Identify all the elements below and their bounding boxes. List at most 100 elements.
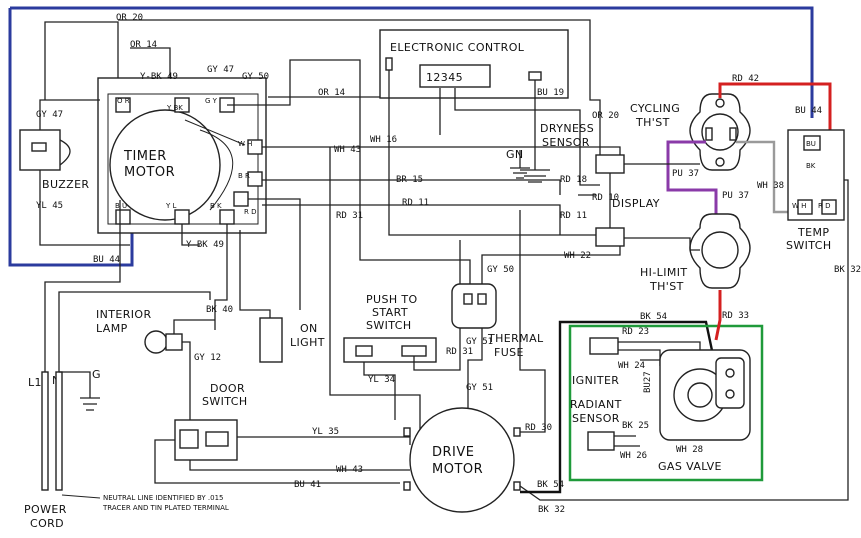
temp-switch-label-2: SWITCH <box>786 239 832 252</box>
door-switch-label-2: SWITCH <box>202 395 248 408</box>
timer-motor-label-1: TIMER <box>123 149 167 164</box>
wire-label-bk54-top: BK 54 <box>640 312 667 322</box>
terminal-bu-label: B U <box>115 202 127 210</box>
wire-label-wh22: WH 22 <box>564 251 591 261</box>
wire-label-rd42: RD 42 <box>732 74 759 84</box>
wire-motor-rd30 <box>519 210 546 433</box>
terminal-bk <box>219 209 235 225</box>
wire-label-rd33: RD 33 <box>722 311 749 321</box>
on-light-label-1: ON <box>300 322 318 335</box>
wire-label-gy12: GY 12 <box>194 353 221 363</box>
wire-label-gy50-fuse: GY 50 <box>487 265 514 275</box>
push-to-start-label-2: START <box>372 306 408 319</box>
wire-timer-lower <box>214 224 271 330</box>
wire-label-bu44-right: BU 44 <box>795 106 822 116</box>
temp-switch-bu-label: BU <box>806 140 816 148</box>
hi-limit-label-2: TH'ST <box>649 280 684 293</box>
fuse-terminal-b <box>477 293 487 305</box>
cycling-thst-dial <box>701 113 739 151</box>
temp-switch-bk-label: BK <box>806 162 816 170</box>
interior-lamp-base <box>165 333 183 351</box>
temp-switch-rd-label: R D <box>818 202 830 210</box>
power-l1-label: L1 <box>28 376 42 389</box>
wire-lamp <box>173 319 215 420</box>
terminal-wh-label: W H <box>238 140 252 148</box>
terminal-br-label: B R <box>238 172 250 180</box>
temp-switch-bu-terminal <box>803 135 821 151</box>
gas-valve-screw-b <box>725 389 735 399</box>
wire-or20 <box>118 19 601 155</box>
display-label: DISPLAY <box>612 197 660 210</box>
wire-label-ybk49-top: Y-BK 49 <box>140 72 178 82</box>
temp-switch-label-1: TEMP <box>797 226 829 239</box>
power-cord-label-2: CORD <box>30 517 64 530</box>
wire-label-bu27: BU27 <box>643 371 653 393</box>
motor-terminal-3 <box>513 427 521 437</box>
control-wires <box>388 70 600 236</box>
power-cord-l1 <box>41 371 49 491</box>
wire-label-wh43-bottom: WH 43 <box>336 465 363 475</box>
terminal-or <box>115 97 131 113</box>
terminal-rd-label: R D <box>244 208 256 216</box>
wire-label-bu44-bottom: BU 44 <box>93 255 120 265</box>
wire-label-wh26: WH 26 <box>620 451 647 461</box>
interior-lamp-label-1: INTERIOR <box>96 308 152 321</box>
wire-label-gy50-top: GY 50 <box>242 72 269 82</box>
interior-lamp-label-2: LAMP <box>96 322 128 335</box>
motor-terminal-2 <box>403 481 411 491</box>
gas-valve-coil-inner <box>687 382 713 408</box>
purple-wire-pu37 <box>666 140 718 215</box>
neutral-note-1: NEUTRAL LINE IDENTIFIED BY .015 <box>103 494 224 502</box>
wire-ybk49-bottom <box>181 224 200 246</box>
control-pin-block <box>419 64 491 88</box>
wire-label-pu37-a: PU 37 <box>672 169 699 179</box>
thermal-fuse-label-1: THERMAL <box>487 332 544 345</box>
temp-switch-wh-terminal <box>797 199 813 215</box>
radiant-sensor-label-1: RADIANT <box>570 398 622 411</box>
dryness-sensor-wire <box>520 80 550 183</box>
wire-label-bk40: BK 40 <box>206 305 233 315</box>
wire-label-bk54-motor: BK 54 <box>537 480 564 490</box>
dryness-sensor-label-1: DRYNESS <box>540 122 594 135</box>
push-contact-a <box>355 345 373 357</box>
temp-switch-rd-terminal <box>821 199 837 215</box>
power-cord-n <box>55 371 63 491</box>
red-wire-rd33 <box>714 290 722 341</box>
cycling-thst-bottom-screw <box>715 157 725 167</box>
gray-wire-wh38 <box>736 140 800 214</box>
wire-label-wh43-right: WH 43 <box>334 145 361 155</box>
cycling-thst-term-a <box>705 127 713 141</box>
terminal-gy-label: G Y <box>205 97 218 105</box>
buzzer-terminal <box>31 142 47 152</box>
hi-limit-label-1: HI-LIMIT <box>640 266 688 279</box>
wire-label-bu41: BU 41 <box>294 480 321 490</box>
timer-motor <box>109 109 221 221</box>
drive-motor-label-1: DRIVE <box>432 445 474 460</box>
control-pins: 12345 <box>426 71 463 84</box>
wire-door-switch <box>154 436 411 484</box>
wire-gy50-loop <box>227 59 471 290</box>
push-to-start-label-3: SWITCH <box>366 319 412 332</box>
wire-label-wh16: WH 16 <box>370 135 397 145</box>
dryness-sensor-label-2: SENSOR <box>542 136 590 149</box>
terminal-or-label: O R <box>117 97 130 105</box>
temp-switch-wh-label: W H <box>792 202 806 210</box>
timer-motor-label-2: MOTOR <box>124 165 175 180</box>
wire-label-yl35: YL 35 <box>312 427 339 437</box>
electronic-control-label: ELECTRONIC CONTROL <box>390 41 525 54</box>
gas-valve-highlight <box>568 324 764 482</box>
door-switch-contact-a <box>179 429 199 449</box>
wire-label-pu37-b: PU 37 <box>722 191 749 201</box>
wire-display-to-thermostat <box>624 163 700 251</box>
control-terminal <box>385 57 393 71</box>
power-cord-label-1: POWER <box>24 503 67 516</box>
fuse-terminal-a <box>463 293 473 305</box>
radiant-sensor-wires <box>614 435 640 447</box>
door-switch-label-1: DOOR <box>210 382 245 395</box>
terminal-ybk-label: Y BK <box>166 104 183 112</box>
wire-label-or14-top: OR 14 <box>130 40 157 50</box>
wire-label-gy51: GY 51 <box>466 337 493 347</box>
terminal-bu <box>115 209 131 225</box>
neutral-note-2: TRACER AND TIN PLATED TERMINAL <box>102 504 229 512</box>
